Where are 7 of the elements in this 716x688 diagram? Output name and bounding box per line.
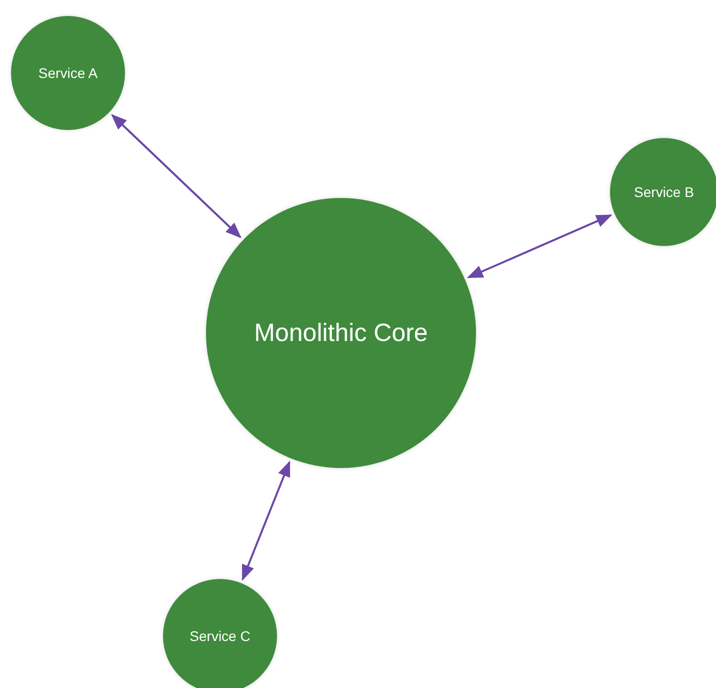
node-label: Service A (38, 65, 98, 81)
node-label: Service C (190, 628, 250, 644)
double-arrow (466, 214, 612, 278)
double-arrow (242, 460, 290, 581)
node-label: Monolithic Core (254, 318, 428, 348)
node-label: Service B (634, 184, 694, 200)
double-arrow (111, 114, 242, 238)
